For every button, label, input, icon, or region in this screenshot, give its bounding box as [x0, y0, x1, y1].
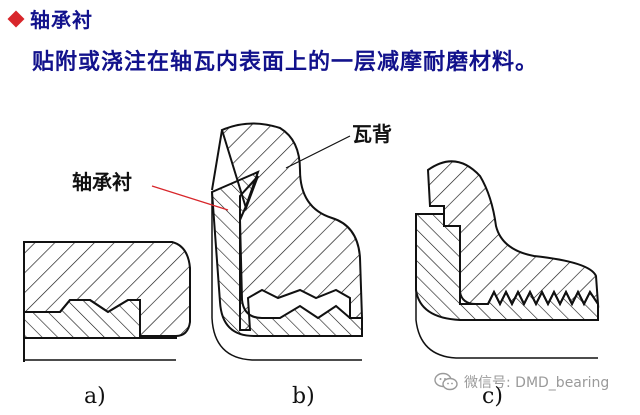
- wechat-icon: [434, 372, 458, 391]
- definition-text: 贴附或浇注在轴瓦内表面上的一层减摩耐磨材料。: [32, 50, 539, 75]
- watermark: 微信号: DMD_bearing: [434, 372, 609, 392]
- callout-label-shell-back: 瓦背: [352, 122, 392, 146]
- callout-label-lining: 轴承衬: [72, 170, 132, 194]
- title-text: 轴承衬: [30, 8, 93, 32]
- section-title: 轴承衬: [7, 4, 93, 33]
- subfigure-b-shell-back: [220, 122, 364, 331]
- subfigure-a-drawing: [23, 241, 191, 362]
- subfigure-label-a: a): [84, 384, 106, 409]
- subfigure-label-c: c): [482, 384, 503, 409]
- subfigure-b-lining: [210, 170, 363, 337]
- watermark-text: 微信号: DMD_bearing: [464, 375, 610, 391]
- subfigure-c-drawing: [415, 160, 600, 359]
- callout-leader-shell-back: [285, 135, 351, 169]
- subfigure-c-lining: [415, 213, 599, 321]
- subfigure-label-b: b): [292, 384, 315, 409]
- callout-leader-lining: [151, 185, 229, 211]
- subfigure-b-drawing: [210, 122, 364, 361]
